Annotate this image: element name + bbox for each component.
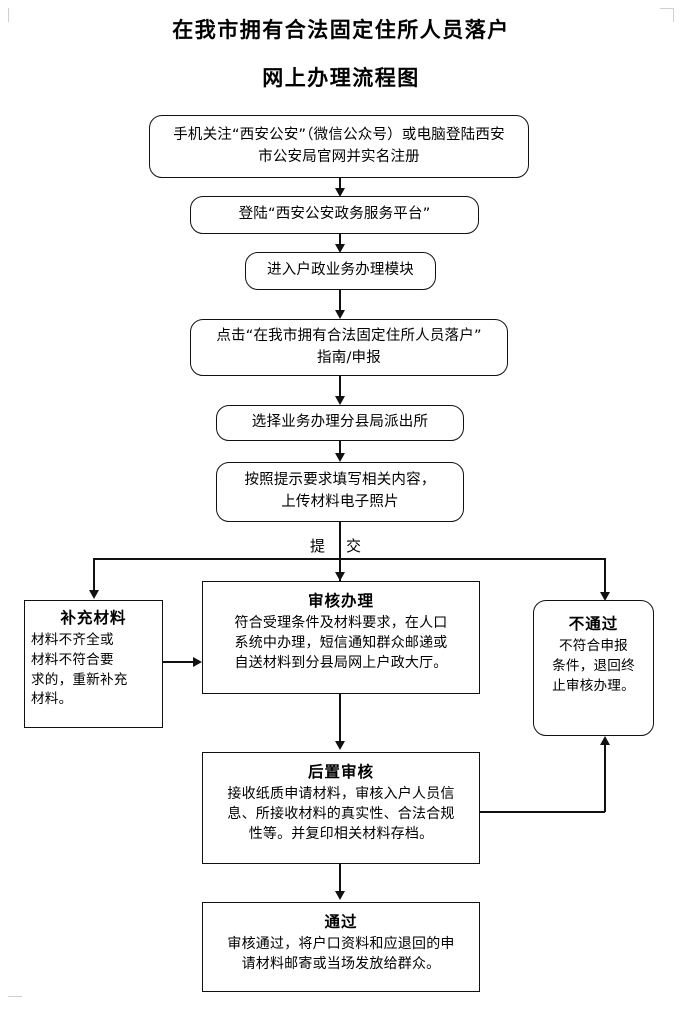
arrowhead-register-to-login bbox=[334, 188, 345, 197]
node-rejected-body: 不符合申报 条件，退回终 止审核办理。 bbox=[552, 638, 635, 694]
node-review-process: 审核办理 符合受理条件及材料要求，在人口 系统中办理，短信通知群众邮递或 自送材… bbox=[202, 581, 480, 694]
arrowhead-guide-to-station bbox=[334, 396, 345, 405]
node-fill-upload-text: 按照提示要求填写相关内容， 上传材料电子照片 bbox=[244, 472, 436, 510]
node-review-process-body: 符合受理条件及材料要求，在人口 系统中办理，短信通知群众邮递或 自送材料到分县局… bbox=[234, 615, 448, 671]
node-approved-header: 通过 bbox=[324, 913, 358, 931]
crop-mark-top-right-v bbox=[673, 8, 674, 22]
node-approved-body: 审核通过，将户口资料和应退回的申 请材料邮寄或当场发放给群众。 bbox=[227, 936, 455, 973]
edge-label-submit-left: 提 bbox=[310, 537, 327, 555]
node-register: 手机关注“西安公安”（微信公众号）或电脑登陆西安 市公安局官网并实名注册 bbox=[149, 115, 529, 178]
connector-login-to-module bbox=[339, 234, 341, 247]
node-click-guide: 点击“在我市拥有合法固定住所人员落户” 指南/申报 bbox=[190, 319, 508, 376]
node-household-module-text: 进入户政业务办理模块 bbox=[267, 262, 414, 279]
connector-fill-to-bus bbox=[339, 522, 341, 584]
arrowhead-bus-to-rejected bbox=[599, 592, 610, 601]
arrowhead-bus-to-supplement bbox=[88, 590, 99, 599]
node-supplement-materials-header: 补充材料 bbox=[60, 609, 127, 627]
node-select-station: 选择业务办理分县局派出所 bbox=[216, 405, 464, 441]
connector-guide-to-station bbox=[339, 376, 341, 399]
node-post-review-header: 后置审核 bbox=[307, 763, 374, 781]
connector-post-review-to-approved bbox=[339, 864, 341, 892]
node-post-review: 后置审核 接收纸质申请材料，审核入户人员信 息、所接收材料的真实性、合法合规 性… bbox=[202, 752, 480, 864]
node-click-guide-text: 点击“在我市拥有合法固定住所人员落户” 指南/申报 bbox=[216, 327, 482, 366]
arrowhead-post-review-to-rejected bbox=[599, 736, 610, 745]
node-fill-upload: 按照提示要求填写相关内容， 上传材料电子照片 bbox=[216, 462, 464, 522]
connector-bus-horizontal bbox=[93, 558, 606, 560]
page-title-line-1: 在我市拥有合法固定住所人员落户 bbox=[172, 18, 510, 42]
node-rejected: 不通过 不符合申报 条件，退回终 止审核办理。 bbox=[533, 600, 654, 736]
connector-module-to-guide bbox=[339, 290, 341, 313]
node-supplement-materials: 补充材料 材料不齐全或 材料不符合要 求的，重新补充 材料。 bbox=[24, 600, 163, 728]
connector-bus-to-supplement bbox=[93, 558, 95, 592]
crop-mark-top-right bbox=[660, 8, 674, 9]
node-login-platform-text: 登陆“西安公安政务服务平台” bbox=[238, 206, 431, 223]
arrowhead-bus-to-review bbox=[334, 572, 345, 581]
node-review-process-header: 审核办理 bbox=[307, 592, 374, 610]
node-select-station-text: 选择业务办理分县局派出所 bbox=[251, 414, 429, 431]
node-login-platform: 登陆“西安公安政务服务平台” bbox=[190, 196, 479, 234]
crop-mark-bottom-left bbox=[8, 996, 22, 997]
edge-label-submit-right: 交 bbox=[346, 537, 363, 555]
arrowhead-post-review-to-approved bbox=[334, 891, 345, 900]
connector-station-to-fill bbox=[339, 441, 341, 458]
node-household-module: 进入户政业务办理模块 bbox=[245, 252, 436, 290]
crop-mark-top-left bbox=[8, 8, 9, 22]
connector-register-to-login bbox=[339, 178, 341, 191]
node-supplement-materials-body: 材料不齐全或 材料不符合要 求的，重新补充 材料。 bbox=[31, 632, 128, 708]
connector-post-review-to-rejected-vertical bbox=[604, 744, 606, 812]
connector-post-review-to-rejected-horizontal bbox=[480, 811, 605, 813]
page-title-line-2: 网上办理流程图 bbox=[262, 66, 420, 90]
node-approved: 通过 审核通过，将户口资料和应退回的申 请材料邮寄或当场发放给群众。 bbox=[202, 902, 480, 992]
connector-bus-to-rejected bbox=[604, 558, 606, 595]
node-rejected-header: 不通过 bbox=[568, 615, 619, 633]
arrowhead-review-to-post-review bbox=[334, 741, 345, 750]
arrowhead-supplement-to-review bbox=[193, 656, 202, 667]
connector-review-to-post-review bbox=[339, 694, 341, 742]
arrowhead-module-to-guide bbox=[334, 310, 345, 319]
arrowhead-station-to-fill bbox=[334, 453, 345, 462]
connector-supplement-to-review bbox=[163, 661, 195, 663]
arrowhead-login-to-module bbox=[334, 244, 345, 253]
node-post-review-body: 接收纸质申请材料，审核入户人员信 息、所接收材料的真实性、合法合规 性等。并复印… bbox=[227, 786, 455, 842]
node-register-text: 手机关注“西安公安”（微信公众号）或电脑登陆西安 市公安局官网并实名注册 bbox=[173, 126, 505, 165]
